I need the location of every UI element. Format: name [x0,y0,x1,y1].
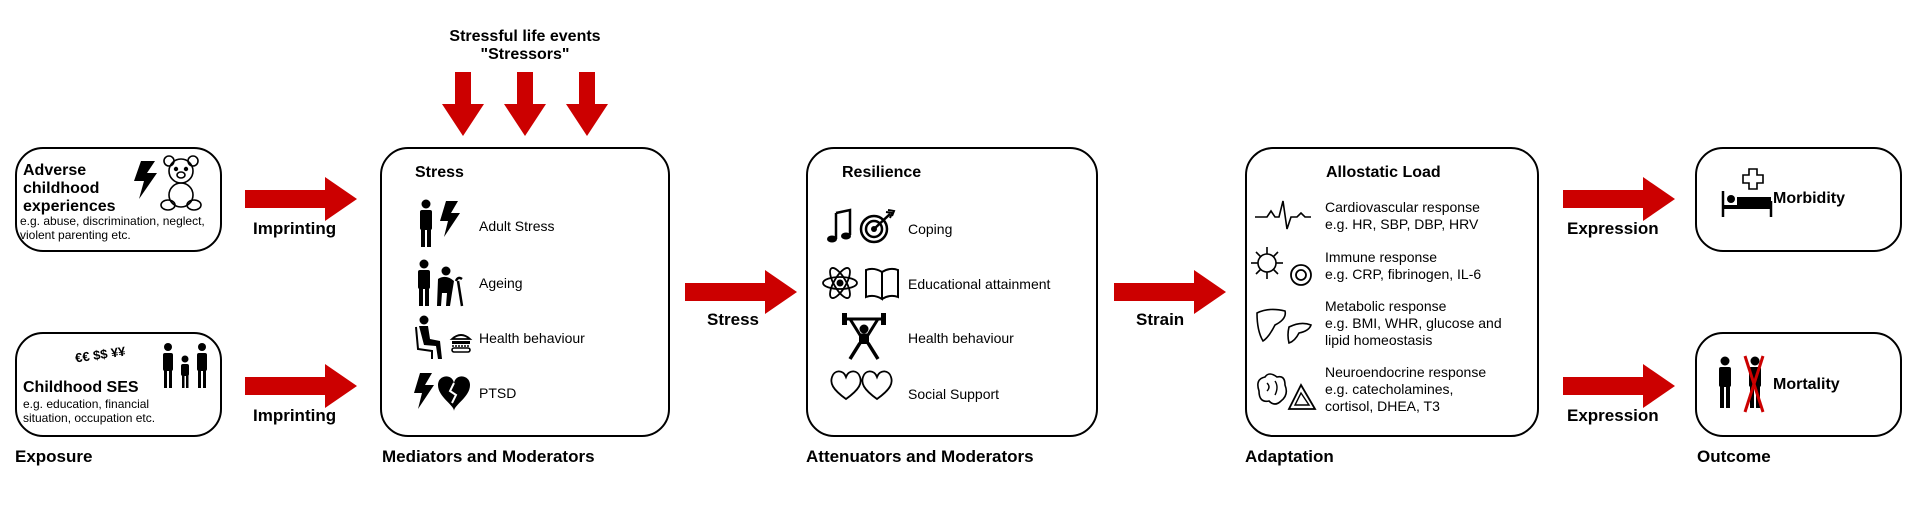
family-icon [163,343,207,388]
mediator-item-ageing: Ageing [479,275,523,291]
childhood-ses-description: e.g. education, financial situation, occ… [23,397,156,425]
allostatic-immune-line2: e.g. CRP, fibrinogen, IL-6 [1325,266,1482,282]
allostatic-metabolic-line3: lipid homeostasis [1325,332,1433,348]
mediator-item-ptsd: PTSD [479,385,517,401]
expression-label-bottom: Expression [1567,406,1659,425]
adverse-childhood-box: Adverse childhood experiences e.g. abuse… [15,147,222,252]
sedentary-burger-icon [415,315,473,359]
liver-pancreas-icon [1256,308,1312,345]
exposure-section-label: Exposure [15,447,93,466]
imprinting-label-bottom: Imprinting [253,406,337,425]
teddy-bear-icon [160,155,202,211]
expression-label-top: Expression [1567,219,1659,238]
expression-arrow-top [1563,177,1675,221]
adverse-childhood-description: e.g. abuse, discrimination, neglect, vio… [20,214,205,242]
stress-arrow [685,270,797,314]
currency-symbols: €€ $$ ¥¥ [74,343,127,366]
stressor-arrow-3 [566,72,608,136]
mediator-item-adult-stress: Adult Stress [479,218,555,234]
stressor-arrow-1 [442,72,484,136]
mediators-box-title: Stress [415,164,464,181]
immune-icon [1251,247,1312,286]
lightning-icon [134,161,157,199]
brain-gland-icon [1257,373,1317,410]
mortality-box: Mortality [1695,332,1902,437]
two-hearts-icon [830,370,893,401]
adult-stress-icon [420,199,460,247]
adverse-childhood-title: Adverse childhood experiences [23,162,116,215]
allostatic-neuro-line2: e.g. catecholamines, [1325,381,1454,397]
childhood-ses-box: €€ $$ ¥¥ Childhood SES e.g. education, f… [15,332,222,437]
strain-arrow [1114,270,1226,314]
morbidity-label: Morbidity [1773,190,1845,207]
mediators-box: Stress Adult Stress Ageing Health behavi… [380,147,670,437]
coping-icon [827,208,896,244]
attenuators-section-label: Attenuators and Moderators [806,447,1034,466]
allostatic-immune-line1: Immune response [1325,249,1438,265]
resilience-box: Resilience Coping Educational attainment… [806,147,1098,437]
allostatic-neuro-line1: Neuroendocrine response [1325,364,1487,380]
stressors-title-line2: "Stressors" [480,46,570,63]
education-icon [822,267,899,301]
imprinting-arrow-top [245,177,357,221]
hospital-bed-icon [1721,168,1773,217]
mortality-label: Mortality [1773,376,1840,393]
adaptation-section-label: Adaptation [1245,447,1334,466]
resilience-item-coping: Coping [908,221,953,237]
resilience-item-social-support: Social Support [908,386,1000,402]
allostatic-cardio-line1: Cardiovascular response [1325,199,1480,215]
resilience-box-title: Resilience [842,164,922,181]
strain-arrow-label: Strain [1136,310,1185,329]
allostatic-cardio-line2: e.g. HR, SBP, DBP, HRV [1325,216,1479,232]
imprinting-label-top: Imprinting [253,219,337,238]
mortality-icon [1719,355,1765,413]
mediator-item-health-behaviour: Health behaviour [479,330,585,346]
outcome-section-label: Outcome [1697,447,1771,466]
mediators-section-label: Mediators and Moderators [382,447,595,466]
ecg-icon [1255,200,1311,230]
ageing-icon [418,259,464,307]
allostatic-neuro-line3: cortisol, DHEA, T3 [1325,398,1440,414]
ptsd-icon [414,373,470,411]
allostatic-load-title: Allostatic Load [1326,164,1441,181]
allostatic-metabolic-line1: Metabolic response [1325,298,1447,314]
morbidity-box: Morbidity [1695,147,1902,252]
weightlifter-icon [842,313,886,360]
stress-arrow-label: Stress [707,310,759,329]
imprinting-arrow-bottom [245,364,357,408]
allostatic-metabolic-line2: e.g. BMI, WHR, glucose and [1325,315,1502,331]
stressors-title-line1: Stressful life events [449,28,601,45]
childhood-ses-title: Childhood SES [23,379,139,396]
expression-arrow-bottom [1563,364,1675,408]
resilience-item-education: Educational attainment [908,276,1051,292]
resilience-item-health-behaviour: Health behaviour [908,330,1014,346]
stressor-arrow-2 [504,72,546,136]
allostatic-load-box: Allostatic Load Cardiovascular response … [1245,147,1539,437]
